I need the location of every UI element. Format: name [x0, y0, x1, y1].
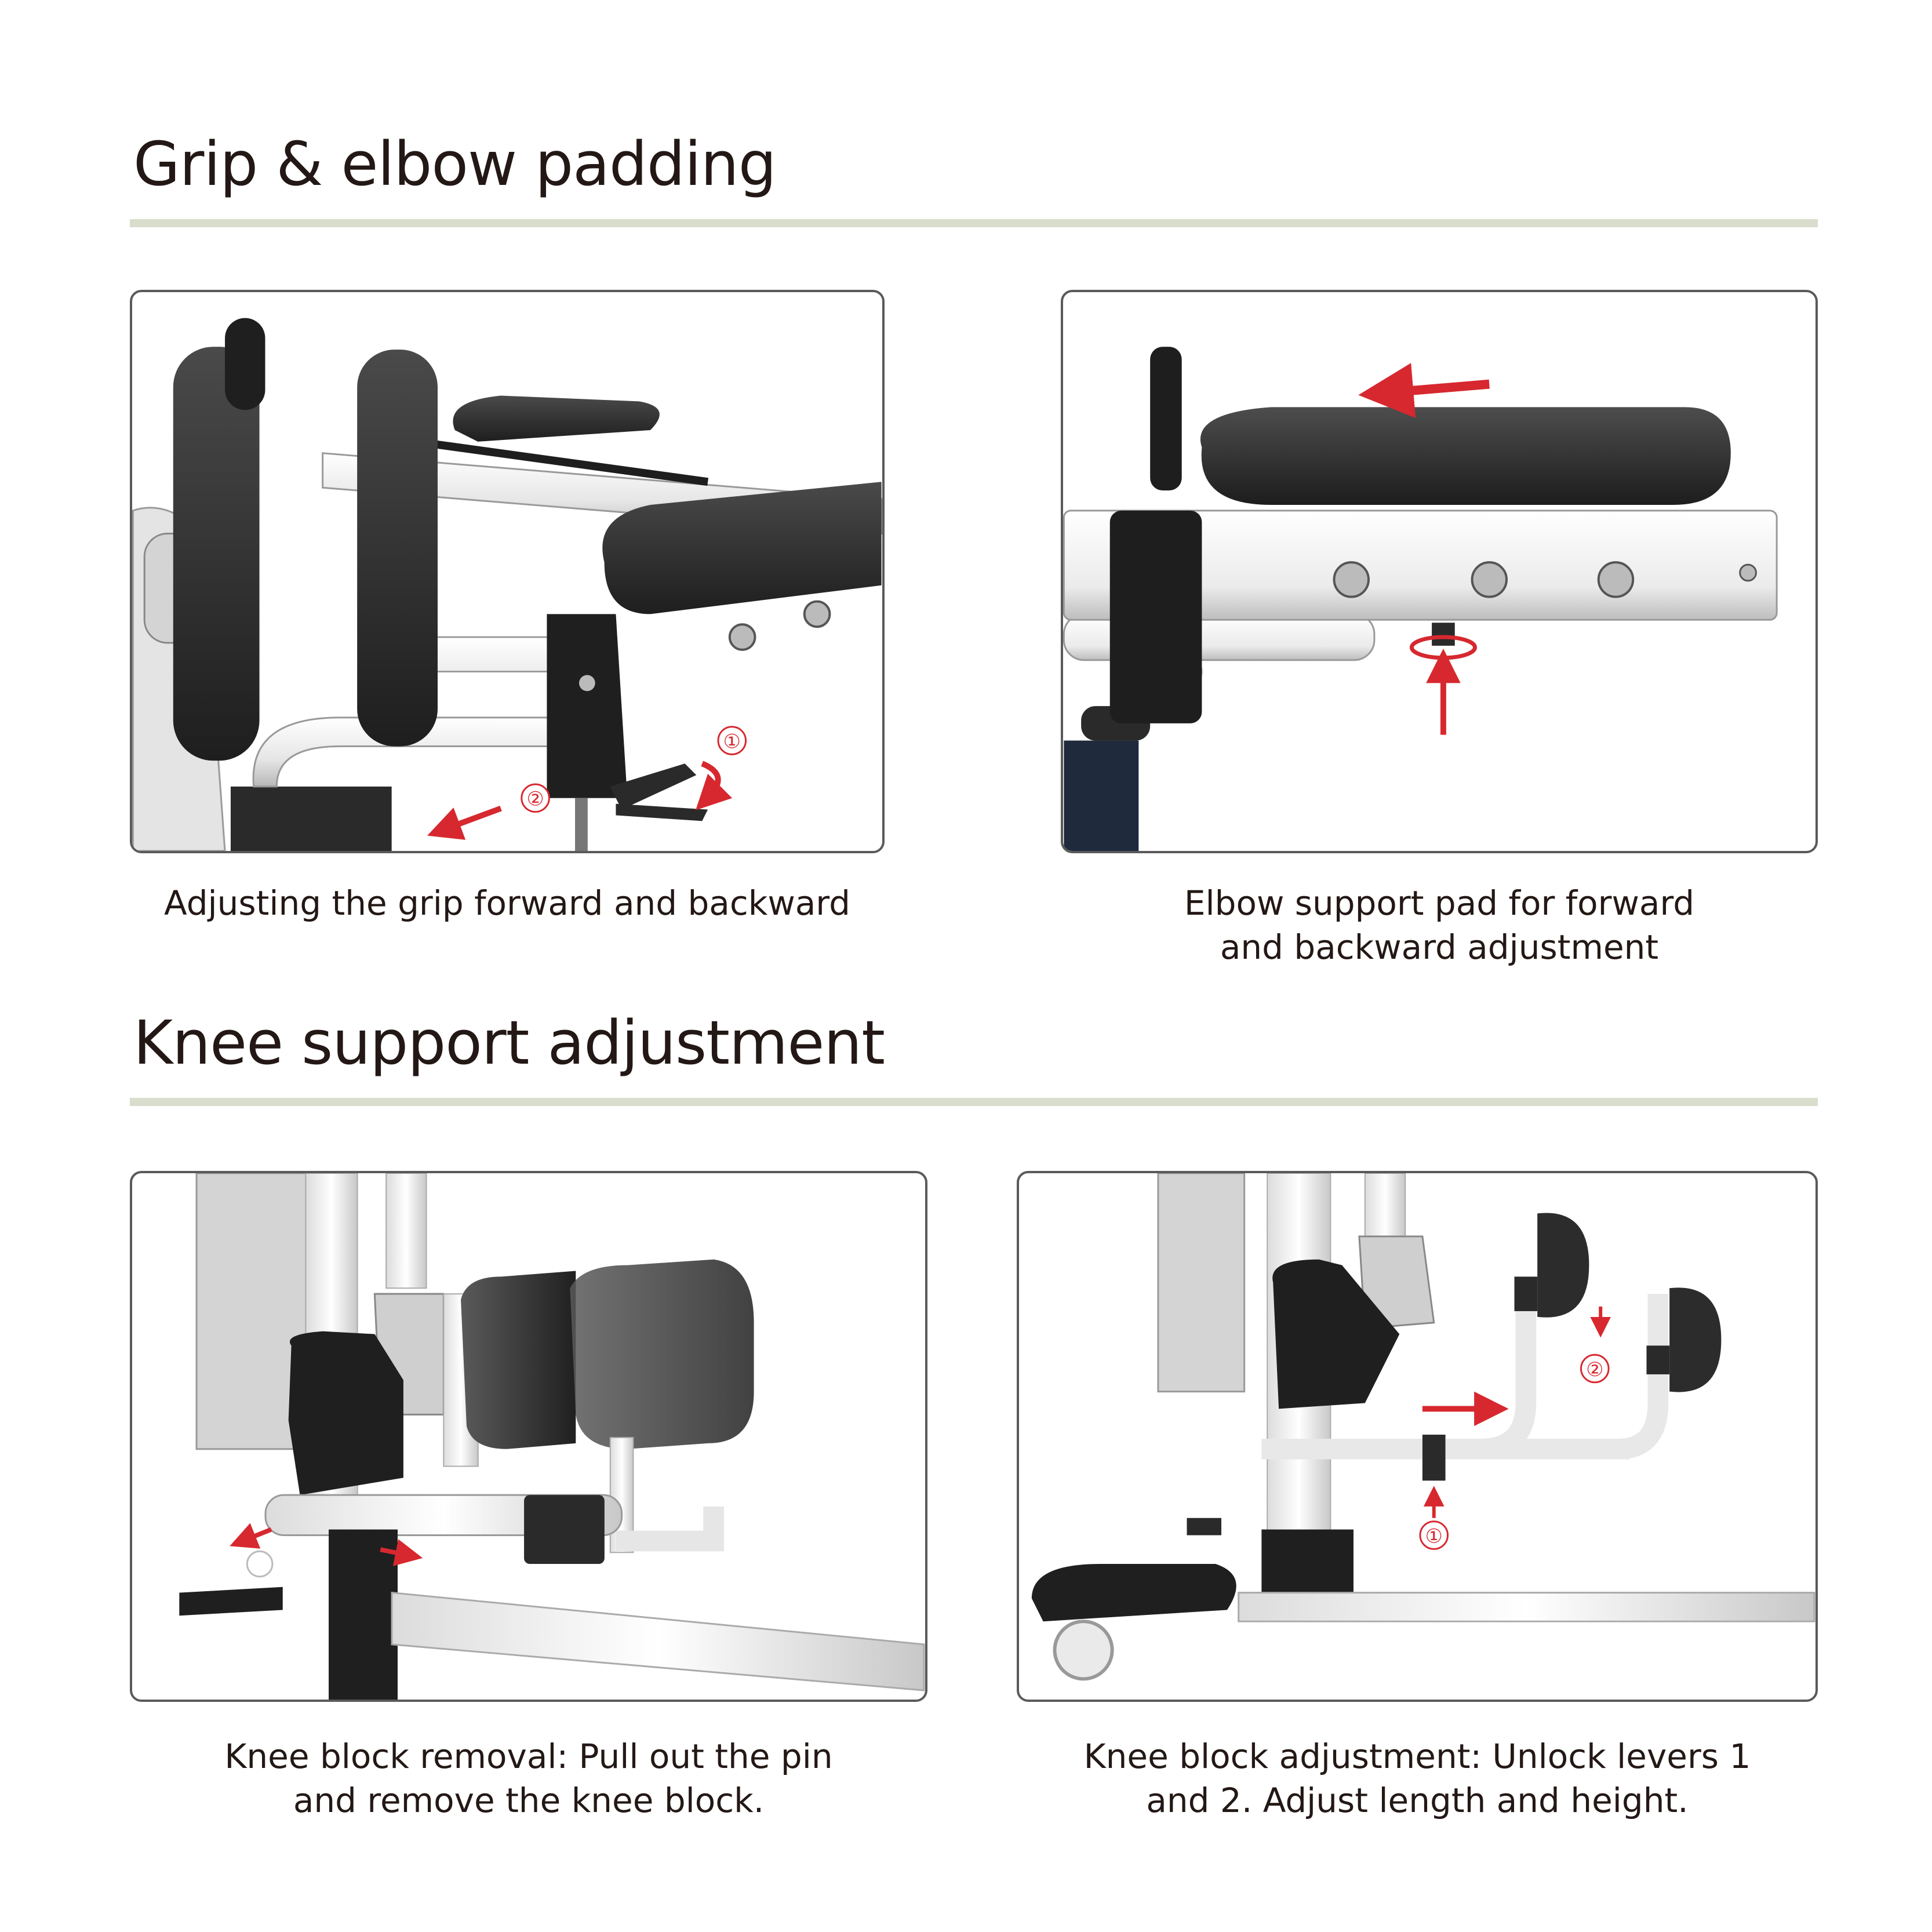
marker-2: ② [526, 788, 544, 810]
photo-knee-adjustment: ② ① [1017, 1171, 1818, 1702]
photo-elbow-pad [1061, 290, 1818, 853]
section-divider [130, 1098, 1818, 1106]
photo-grip-adjustment: ① ② [130, 290, 885, 853]
section-divider [130, 219, 1818, 227]
elbow-pad-illustration [1063, 347, 1778, 851]
section-title-knee: Knee support adjustment [133, 1007, 885, 1078]
knee-removal-illustration [179, 1173, 925, 1700]
photo-knee-removal [130, 1171, 927, 1702]
section-title-grip: Grip & elbow padding [133, 129, 777, 199]
caption-knee-removal: Knee block removal: Pull out the pin and… [224, 1737, 833, 1820]
marker-1: ① [1425, 1525, 1443, 1547]
knee-adjustment-illustration: ② ① [1031, 1173, 1815, 1681]
caption-elbow-pad: Elbow support pad for forward and backwa… [1184, 883, 1695, 967]
marker-1: ① [723, 730, 741, 752]
marker-2: ② [1586, 1358, 1603, 1381]
caption-grip: Adjusting the grip forward and backward [164, 883, 850, 923]
grip-illustration: ① ② [132, 318, 882, 851]
caption-knee-adjustment: Knee block adjustment: Unlock levers 1 a… [1083, 1737, 1751, 1820]
